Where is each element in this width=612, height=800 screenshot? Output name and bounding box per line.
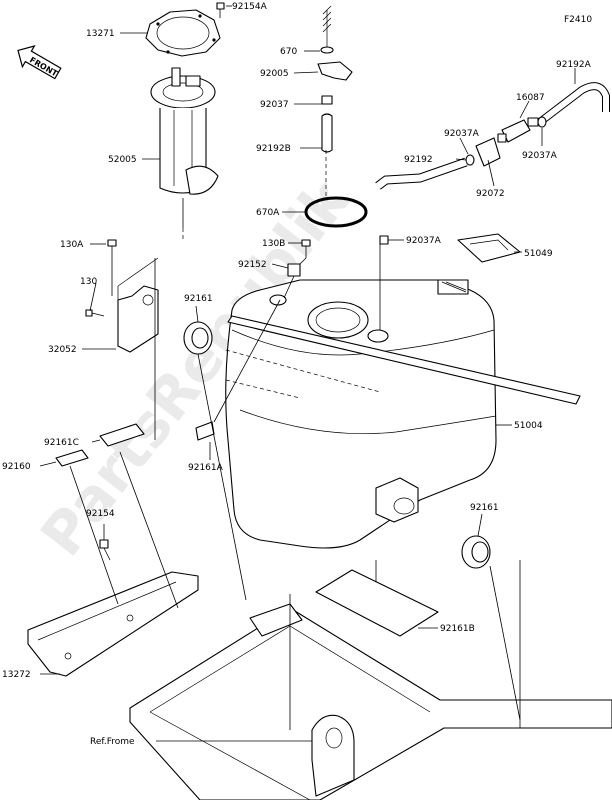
label-92037A-3: 92037A [406, 236, 442, 246]
label-92192: 92192 [404, 155, 433, 165]
label-130B: 130B [262, 239, 285, 249]
bolt-130-icon [85, 309, 105, 317]
label-52005: 52005 [108, 155, 137, 165]
label-92161C: 92161C [44, 438, 79, 448]
pad-92161B [315, 569, 439, 637]
fitting-92072 [475, 137, 501, 167]
label-92161-1: 92161 [184, 294, 213, 304]
strap-rod [227, 315, 581, 405]
label-130A: 130A [60, 240, 84, 250]
pump-gasket-13271 [145, 9, 221, 57]
hose-clamp-92037A-icon [379, 116, 547, 245]
label-16087: 16087 [516, 93, 545, 103]
label-92154A: 92154A [232, 2, 268, 12]
plug-92152-icon [287, 263, 301, 277]
label-51004: 51004 [514, 421, 543, 431]
label-670A: 670A [256, 208, 280, 218]
reference-frame [129, 603, 612, 800]
label-92160: 92160 [2, 462, 31, 472]
label-92152: 92152 [238, 260, 267, 270]
label-92192B: 92192B [256, 144, 291, 154]
label-51049: 51049 [524, 249, 553, 259]
leader-lines [39, 5, 576, 742]
front-arrow-icon: FRONT [17, 45, 62, 80]
label-13272: 13272 [2, 670, 31, 680]
bracket-32052 [117, 257, 159, 353]
check-valve-16087 [497, 117, 539, 143]
label-92037A-2: 92037A [522, 151, 558, 161]
vent-hose-92192 [375, 157, 468, 190]
label-92161B: 92161B [440, 624, 475, 634]
bracket-13272 [27, 571, 199, 677]
breather-hose-92192A [537, 82, 610, 126]
bolt-92154A-icon [216, 2, 225, 18]
label-92037A-1: 92037A [444, 129, 480, 139]
grommet-92161-left [183, 321, 213, 355]
label-92192A: 92192A [556, 60, 592, 70]
fuel-pump-52005 [150, 67, 219, 228]
vent-cap-51049 [457, 233, 521, 263]
label-130: 130 [80, 277, 97, 287]
label-ref-frame: Ref.Frome [90, 737, 135, 747]
label-13271: 13271 [86, 29, 115, 39]
label-92005: 92005 [260, 69, 289, 79]
label-32052: 32052 [48, 345, 77, 355]
label-670: 670 [280, 47, 297, 57]
bolt-130A-icon [107, 239, 117, 262]
fuel-tank-51004 [225, 279, 497, 549]
figure-code: F2410 [564, 15, 592, 25]
label-92161A: 92161A [188, 463, 224, 473]
label-92154: 92154 [86, 509, 115, 519]
label-92072: 92072 [476, 189, 505, 199]
pad-92161A [195, 421, 215, 441]
fuel-cap-assembly-92005 [317, 5, 353, 153]
pad-92160 [55, 449, 89, 467]
grommet-92161-right [461, 535, 491, 569]
label-92037: 92037 [260, 100, 289, 110]
label-92161-2: 92161 [470, 503, 499, 513]
pad-92161C [99, 423, 145, 447]
